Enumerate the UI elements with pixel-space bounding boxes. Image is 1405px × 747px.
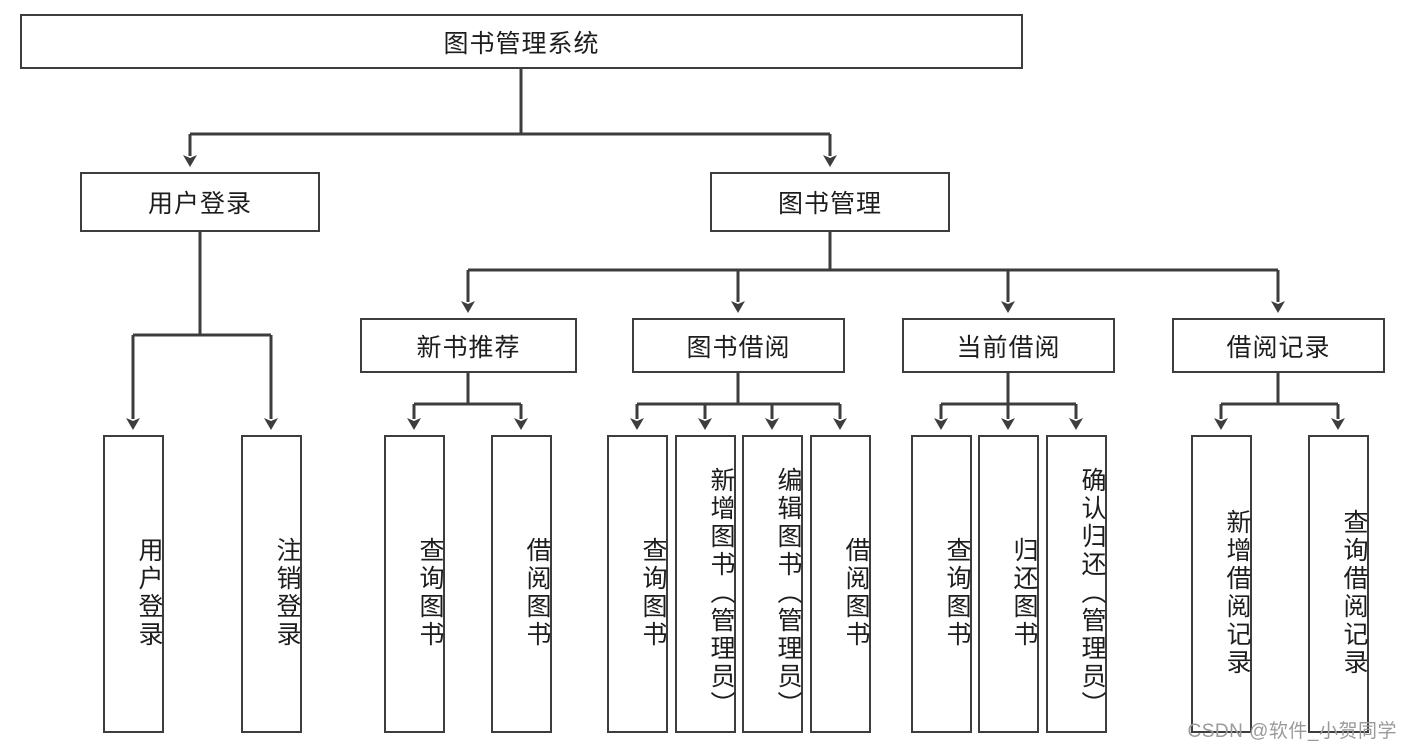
leaf-current-confirm-return[interactable]: 确认归还（管理员）	[1046, 435, 1107, 733]
node-label: 图书借阅	[686, 333, 791, 362]
node-label: 编辑图书（管理员）	[774, 467, 802, 719]
node-borrow-record[interactable]: 借阅记录	[1172, 318, 1385, 373]
node-new-book-recommend[interactable]: 新书推荐	[360, 318, 577, 373]
node-current-borrow[interactable]: 当前借阅	[902, 318, 1115, 373]
leaf-borrow-edit-book[interactable]: 编辑图书（管理员）	[742, 435, 803, 733]
node-label: 用户登录	[147, 190, 252, 218]
node-label: 查询借阅记录	[1340, 509, 1368, 677]
leaf-borrow-borrow-book[interactable]: 借阅图书	[810, 435, 871, 733]
node-label: 注销登录	[273, 537, 301, 649]
node-user-login[interactable]: 用户登录	[80, 172, 320, 232]
leaf-record-query[interactable]: 查询借阅记录	[1308, 435, 1369, 733]
leaf-new-book-query[interactable]: 查询图书	[384, 435, 445, 733]
node-book-borrow[interactable]: 图书借阅	[632, 318, 845, 373]
node-label: 图书管理系统	[443, 29, 600, 58]
leaf-new-book-borrow[interactable]: 借阅图书	[491, 435, 552, 733]
node-label: 图书管理	[777, 190, 882, 218]
node-label: 归还图书	[1010, 537, 1038, 649]
node-label: 查询图书	[943, 537, 971, 649]
node-label: 查询图书	[416, 537, 444, 649]
leaf-borrow-add-book[interactable]: 新增图书（管理员）	[675, 435, 736, 733]
leaf-record-add[interactable]: 新增借阅记录	[1191, 435, 1252, 733]
leaf-current-return-book[interactable]: 归还图书	[978, 435, 1039, 733]
node-label: 借阅图书	[842, 537, 870, 649]
node-label: 新增借阅记录	[1223, 509, 1251, 677]
node-label: 借阅记录	[1226, 333, 1331, 362]
node-label: 用户登录	[135, 537, 163, 649]
node-label: 确认归还（管理员）	[1078, 467, 1106, 719]
node-label: 借阅图书	[523, 537, 551, 649]
node-label: 新增图书（管理员）	[707, 467, 735, 719]
leaf-current-query-book[interactable]: 查询图书	[911, 435, 972, 733]
node-book-management[interactable]: 图书管理	[710, 172, 950, 232]
leaf-user-login-signin[interactable]: 用户登录	[103, 435, 164, 733]
node-root-system[interactable]: 图书管理系统	[20, 14, 1023, 69]
node-label: 当前借阅	[956, 333, 1061, 362]
leaf-borrow-query-book[interactable]: 查询图书	[607, 435, 668, 733]
node-label: 查询图书	[639, 537, 667, 649]
watermark-text: CSDN @软件_小贺同学	[1187, 721, 1397, 742]
node-label: 新书推荐	[416, 333, 521, 362]
leaf-user-login-signout[interactable]: 注销登录	[241, 435, 302, 733]
